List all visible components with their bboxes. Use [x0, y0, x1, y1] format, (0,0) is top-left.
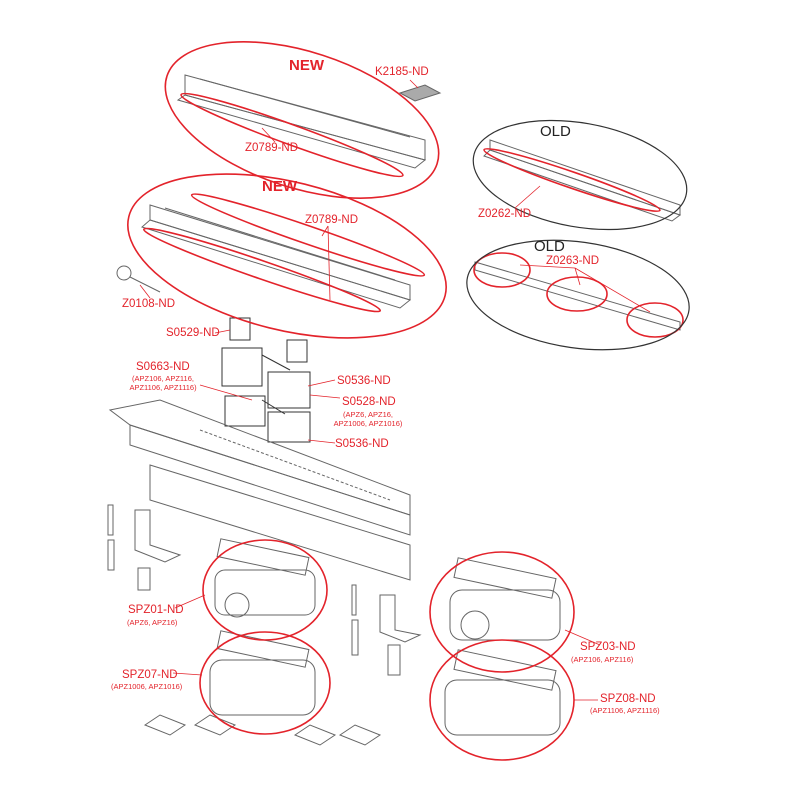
siphon-spz03 [449, 557, 561, 641]
grate-new-second [141, 204, 412, 309]
mounting-brackets [107, 504, 422, 676]
part-models-s0663: (APZ106, APZ116, APZ1106, APZ1116) [128, 374, 198, 392]
highlight-z0263-left [473, 252, 531, 288]
highlight-z0263-mid [546, 276, 608, 312]
part-label-s0536-top: S0536-ND [337, 375, 391, 387]
highlight-z0262 [483, 147, 661, 213]
siphon-spz08 [444, 649, 561, 736]
models-line: (APZ106, APZ116, [132, 374, 194, 383]
models-line: (APZ6, APZ16, [342, 410, 394, 419]
highlight-spz07 [199, 631, 331, 735]
cover-k2185 [398, 84, 442, 102]
leveling-feet [143, 714, 382, 746]
part-label-z0108: Z0108-ND [122, 298, 176, 310]
part-models-spz01: (APZ6, APZ16) [127, 618, 178, 627]
part-label-z0789-second: Z0789-ND [305, 214, 359, 226]
siphon-inserts [221, 317, 311, 443]
part-label-s0663: S0663-ND [136, 361, 190, 373]
highlight-new-second [127, 173, 447, 339]
highlight-z0789-upper [190, 193, 426, 277]
outline-old-second [466, 239, 690, 351]
part-label-spz07: SPZ07-ND [122, 669, 178, 681]
part-models-s0528: (APZ6, APZ16, APZ1006, APZ1016) [332, 410, 404, 428]
grate-old-top [483, 139, 682, 222]
highlight-new-top [164, 41, 440, 199]
part-label-z0789-top: Z0789-ND [245, 142, 299, 154]
highlight-z0789-top [180, 92, 404, 178]
part-label-s0528: S0528-ND [342, 396, 396, 408]
group-label-new-second: NEW [262, 178, 297, 195]
group-label-old-second: OLD [534, 238, 565, 255]
part-label-spz03: SPZ03-ND [580, 641, 636, 653]
leader-lines [139, 79, 651, 701]
highlight-spz03 [429, 551, 575, 673]
models-line: APZ1006, APZ1016) [333, 419, 403, 428]
models-line: APZ1106, APZ1116) [129, 383, 197, 392]
part-models-spz07: (APZ1006, APZ1016) [111, 682, 183, 691]
group-label-old-top: OLD [540, 123, 571, 140]
part-label-z0262: Z0262-ND [478, 208, 532, 220]
part-label-spz08: SPZ08-ND [600, 693, 656, 705]
grate-old-second [474, 261, 681, 331]
part-label-s0536-bottom: S0536-ND [335, 438, 389, 450]
siphon-spz07 [209, 630, 316, 716]
part-label-z0263: Z0263-ND [546, 255, 600, 267]
highlight-z0263-right [626, 302, 684, 338]
part-label-s0529: S0529-ND [166, 327, 220, 339]
drain-channel [108, 399, 411, 581]
part-models-spz03: (APZ106, APZ116) [571, 655, 634, 664]
highlight-spz01 [202, 539, 328, 641]
siphon-spz01 [214, 538, 316, 618]
part-label-k2185: K2185-ND [375, 66, 429, 78]
highlight-spz08 [429, 639, 575, 761]
part-models-spz08: (APZ1106, APZ1116) [590, 706, 660, 715]
grate-new-top [176, 74, 427, 169]
key-tool-z0108 [116, 265, 161, 293]
group-label-new-top: NEW [289, 57, 324, 74]
highlight-z0789-lower [142, 227, 382, 313]
part-label-spz01: SPZ01-ND [128, 604, 184, 616]
outline-old-top [472, 119, 688, 231]
